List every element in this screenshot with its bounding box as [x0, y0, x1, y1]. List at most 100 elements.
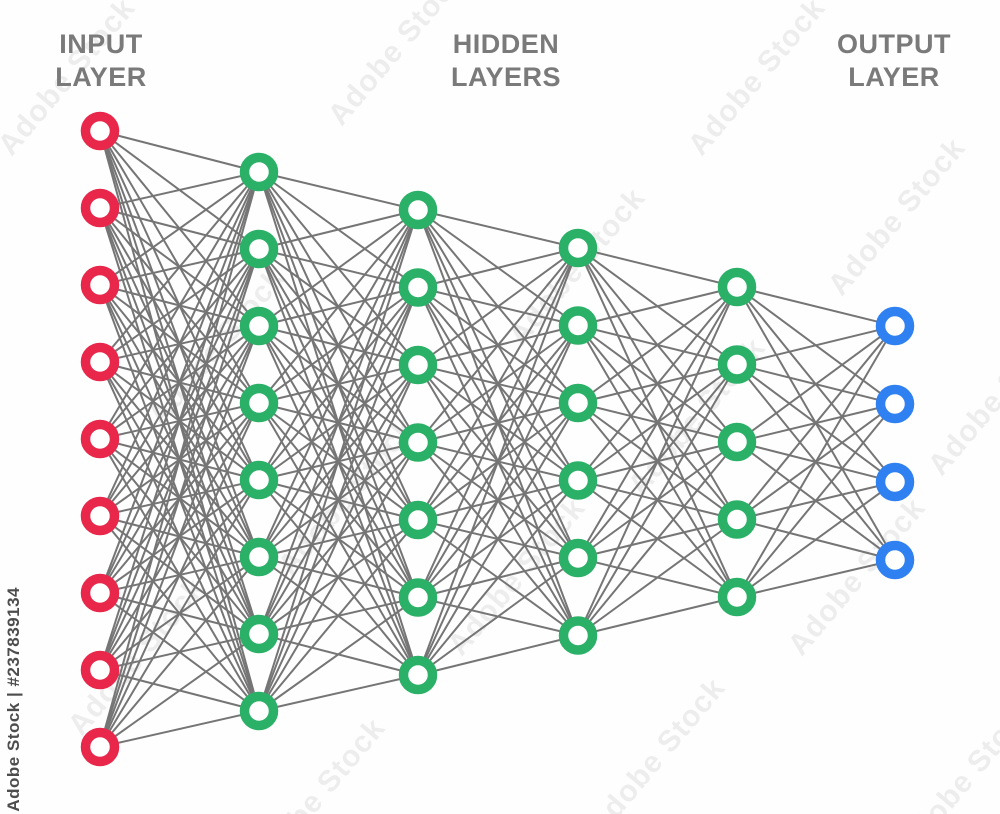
connection-line	[417, 247, 579, 444]
connection-line	[99, 633, 260, 748]
hidden-1-node-6	[239, 537, 279, 577]
hidden-4-node-4	[717, 500, 757, 539]
hidden-3-node-4	[558, 461, 598, 500]
output-node-3	[875, 462, 915, 502]
hidden-1-node-5	[239, 460, 279, 500]
input-layer-label-line2: LAYER	[55, 62, 147, 92]
hidden-3-node-6	[558, 616, 598, 655]
connection-line	[258, 209, 419, 481]
connection-line	[577, 286, 738, 404]
hidden-3-node-5	[558, 538, 598, 578]
connection-line	[736, 325, 896, 443]
hidden-2-node-1	[398, 190, 438, 230]
hidden-2-node-2	[398, 268, 438, 307]
input-node-5	[80, 419, 120, 459]
connection-line	[417, 247, 579, 598]
adobe-stock-id-watermark: Adobe Stock | #237839134	[4, 587, 23, 812]
connection-line	[258, 209, 419, 712]
connection-line	[417, 247, 579, 676]
connection-line	[417, 479, 579, 676]
hidden-1-node-2	[239, 229, 279, 269]
connection-line	[99, 130, 260, 173]
connection-line	[577, 286, 738, 559]
connection-line	[99, 171, 260, 363]
connection-line	[577, 286, 738, 327]
hidden-4-node-2	[717, 345, 757, 384]
connection-line	[417, 634, 579, 676]
connection-line	[258, 287, 419, 712]
hidden-2-node-7	[398, 655, 438, 695]
output-node-4	[875, 540, 915, 580]
connection-line	[99, 171, 260, 671]
hidden-1-node-3	[239, 306, 279, 346]
input-node-8	[80, 650, 120, 690]
input-node-1	[80, 111, 120, 151]
output-node-2	[875, 384, 915, 424]
connection-line	[736, 286, 896, 327]
connection-line	[577, 247, 738, 288]
hidden-3-node-1	[558, 228, 598, 268]
connection-line	[417, 247, 579, 521]
connection-line	[99, 556, 260, 748]
hidden-2-node-4	[398, 423, 438, 462]
hidden-1-node-4	[239, 383, 279, 423]
connection-line	[736, 325, 896, 366]
hidden-layers-label: HIDDEN LAYERS	[451, 28, 561, 94]
hidden-1-node-8	[239, 691, 279, 731]
connection-line	[99, 479, 260, 748]
hidden-3-node-2	[558, 306, 598, 345]
hidden-1-node-7	[239, 614, 279, 654]
connection-line	[99, 248, 260, 748]
connection-line	[258, 209, 419, 327]
connection-line	[258, 519, 419, 712]
connection-line	[577, 518, 738, 637]
connection-line	[736, 481, 896, 598]
connection-line	[577, 363, 738, 637]
connection-line	[258, 441, 419, 712]
input-node-2	[80, 188, 120, 228]
connection-line	[736, 403, 896, 598]
connection-line	[258, 171, 419, 211]
connection-line	[736, 325, 896, 521]
connection-line	[417, 247, 579, 289]
connection-line	[258, 209, 419, 635]
hidden-2-node-5	[398, 500, 438, 540]
hidden-3-node-3	[558, 383, 598, 423]
connection-line	[258, 209, 419, 250]
connection-line	[417, 209, 579, 249]
connection-line	[99, 171, 260, 517]
hidden-2-node-3	[398, 345, 438, 385]
connection-line	[99, 171, 260, 440]
connection-line	[258, 209, 419, 558]
input-node-6	[80, 496, 120, 536]
connection-line	[577, 286, 738, 636]
hidden-4-node-1	[717, 267, 757, 307]
connection-line	[736, 325, 896, 598]
connection-line	[577, 441, 738, 637]
hidden-4-node-3	[717, 422, 757, 462]
connection-line	[736, 559, 896, 598]
input-layer-label-line1: INPUT	[59, 29, 143, 59]
hidden-layers-label-line2: LAYERS	[450, 62, 562, 92]
input-node-9	[80, 727, 120, 767]
input-node-7	[80, 573, 120, 613]
input-node-4	[80, 342, 120, 382]
connection-line	[99, 171, 260, 594]
output-layer-label-line2: LAYER	[848, 62, 940, 92]
connection-line	[417, 247, 579, 366]
input-node-3	[80, 265, 120, 305]
input-layer-label: INPUT LAYER	[55, 28, 147, 94]
output-layer-label-line1: OUTPUT	[837, 29, 951, 59]
connection-line	[258, 364, 419, 712]
connection-line	[99, 710, 260, 748]
connection-line	[577, 286, 738, 482]
connection-line	[99, 171, 260, 748]
connection-line	[99, 325, 260, 748]
hidden-4-node-5	[717, 577, 757, 617]
connection-line	[417, 402, 579, 676]
output-layer-label: OUTPUT LAYER	[837, 28, 951, 94]
connection-line	[258, 209, 419, 404]
hidden-1-node-1	[239, 152, 279, 192]
output-node-1	[875, 306, 915, 346]
